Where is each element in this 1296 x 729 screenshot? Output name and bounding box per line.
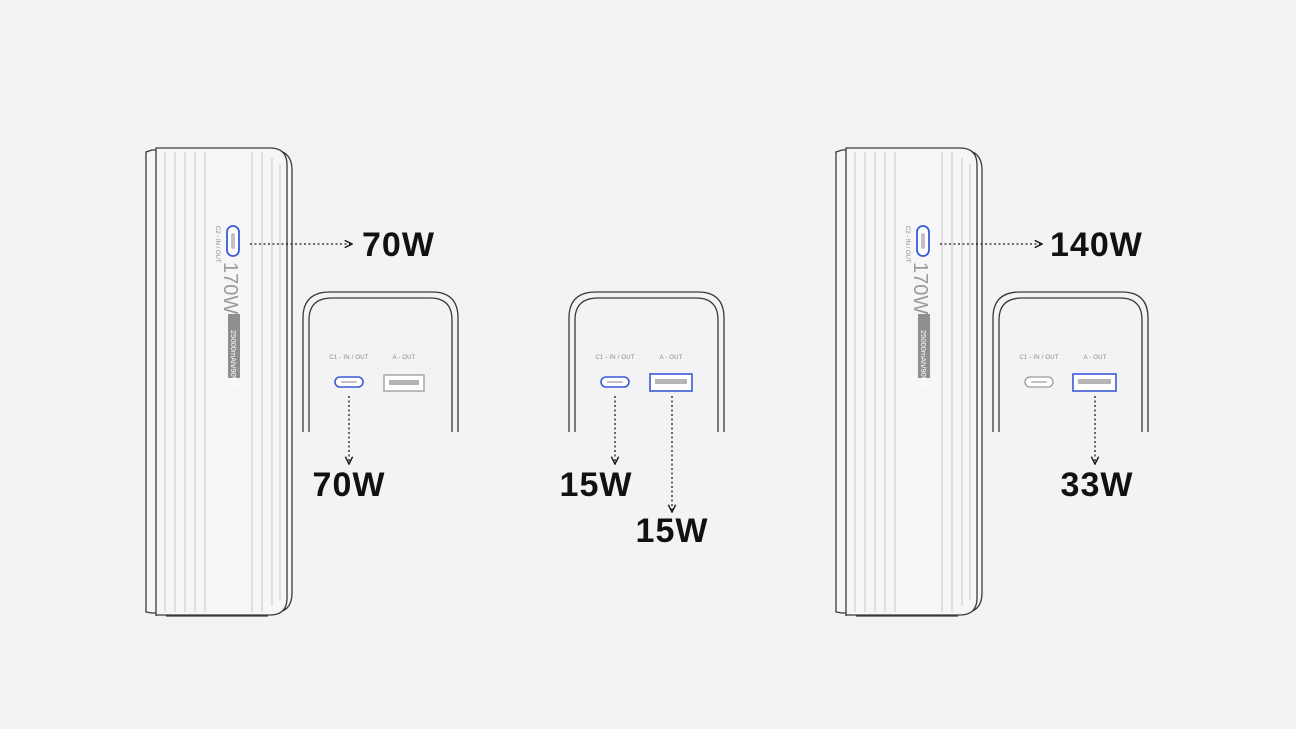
c1-port-label: C1 - IN / OUT: [595, 355, 634, 361]
a-output-wattage: 15W: [636, 512, 709, 550]
capacity-badge: [228, 314, 240, 378]
power-bank-front-view-3: C1 - IN / OUT A - OUT: [992, 291, 1149, 432]
a-output-wattage: 33W: [1061, 466, 1134, 504]
c2-output-wattage: 70W: [362, 226, 435, 264]
c1-output-wattage: 70W: [313, 466, 386, 504]
c1-port-label: C1 - IN / OUT: [1019, 355, 1058, 361]
c1-output-wattage: 15W: [560, 466, 633, 504]
c2-port-label: C2 - IN / OUT: [214, 226, 220, 263]
c1-port-label: C1 - IN / OUT: [329, 355, 368, 361]
a-port-label: A - OUT: [659, 355, 682, 361]
power-bank-front-view-2: C1 - IN / OUT A - OUT: [568, 291, 725, 432]
capacity-badge: [918, 314, 930, 378]
c2-port-label: C2 - IN / OUT: [904, 226, 910, 263]
wattage-print: 170W: [909, 262, 931, 314]
power-bank-side-view-1: C2 - IN / OUT 170W 25000mAh/90Wh: [145, 147, 293, 617]
wattage-print: 170W: [219, 262, 241, 314]
capacity-text: 25000mAh/90Wh: [919, 330, 928, 388]
power-bank-side-view-3: C2 - IN / OUT 170W 25000mAh/90Wh: [835, 147, 983, 617]
capacity-text: 25000mAh/90Wh: [229, 330, 238, 388]
a-port-label: A - OUT: [1083, 355, 1106, 361]
a-port-label: A - OUT: [392, 355, 415, 361]
power-bank-front-view-1: C1 - IN / OUT A - OUT: [302, 291, 459, 432]
c2-output-wattage: 140W: [1050, 226, 1143, 264]
